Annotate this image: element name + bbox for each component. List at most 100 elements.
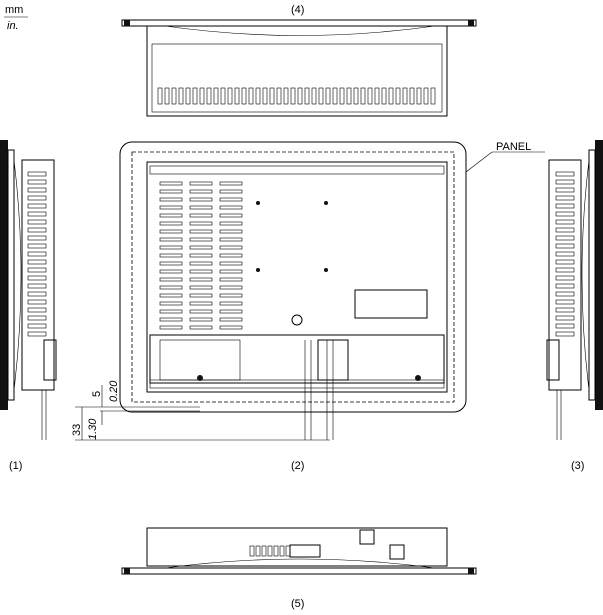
right-side-view <box>546 140 603 440</box>
unit-mm: mm <box>5 4 23 16</box>
vent-slot <box>555 307 575 313</box>
vent-slot <box>189 221 213 226</box>
panel-callout-label: PANEL <box>496 141 531 153</box>
vent-slot <box>164 87 170 105</box>
vent-slot <box>27 227 47 233</box>
vent-slot <box>159 277 183 282</box>
view-label-top: (4) <box>291 4 304 16</box>
vent-slot <box>159 181 183 186</box>
vent-slot <box>555 259 575 265</box>
vent-slot <box>189 293 213 298</box>
vent-slot <box>159 221 183 226</box>
vent-slot <box>555 275 575 281</box>
vent-slot <box>189 301 213 306</box>
vent-slot <box>189 325 213 330</box>
vent-slot <box>189 205 213 210</box>
vent-slot <box>189 277 213 282</box>
vent-slot <box>555 227 575 233</box>
vent-slot <box>318 87 324 105</box>
dim-1-30-in: 1.30 <box>87 418 99 440</box>
vent-slot <box>219 317 243 322</box>
vent-slot <box>555 331 575 337</box>
vent-slot <box>27 259 47 265</box>
vent-slot <box>213 87 219 105</box>
front-view <box>119 141 467 440</box>
bottom-view <box>121 527 477 575</box>
vent-slot <box>219 309 243 314</box>
vent-slot <box>290 87 296 105</box>
vent-slot <box>27 179 47 185</box>
vent-slot <box>189 285 213 290</box>
panel-outline <box>119 141 467 413</box>
vent-slot <box>219 221 243 226</box>
vent-slot <box>219 213 243 218</box>
dim-0-20-in: 0.20 <box>108 380 120 402</box>
vent-slot <box>206 87 212 105</box>
panel-cutout <box>131 151 455 403</box>
vent-slot <box>192 87 198 105</box>
vent-slot <box>178 87 184 105</box>
vent-slot <box>219 237 243 242</box>
vent-slot <box>219 181 243 186</box>
vent-slot <box>159 189 183 194</box>
vent-slot <box>189 245 213 250</box>
vent-slot <box>219 261 243 266</box>
vent-slot <box>555 323 575 329</box>
vent-slot <box>555 179 575 185</box>
dim-5-mm: 5 <box>91 391 103 397</box>
vent-slot <box>283 87 289 105</box>
vent-slot <box>234 87 240 105</box>
vent-slot <box>159 269 183 274</box>
dimension-lines <box>75 385 330 441</box>
vent-slot <box>189 189 213 194</box>
vent-slot <box>171 87 177 105</box>
vent-slot <box>409 87 415 105</box>
vent-slot <box>555 299 575 305</box>
vent-slot <box>279 545 285 557</box>
vent-slot <box>157 87 163 105</box>
vent-slot <box>189 213 213 218</box>
vent-slot <box>430 87 436 105</box>
vent-slot <box>220 87 226 105</box>
vent-slot <box>555 235 575 241</box>
vent-slot <box>189 317 213 322</box>
vent-slot <box>261 545 267 557</box>
vent-slot <box>27 203 47 209</box>
vent-slot <box>159 205 183 210</box>
vent-slot <box>159 237 183 242</box>
vent-slot <box>555 171 575 177</box>
view-label-front: (2) <box>291 460 304 472</box>
vent-slot <box>199 87 205 105</box>
vent-slot <box>555 187 575 193</box>
vent-slot <box>27 331 47 337</box>
vent-slot <box>297 87 303 105</box>
vent-slot <box>219 325 243 330</box>
vent-slot <box>159 229 183 234</box>
vent-slot <box>269 87 275 105</box>
vent-slot <box>159 317 183 322</box>
vent-slot <box>555 283 575 289</box>
vent-slot <box>219 269 243 274</box>
vent-slot <box>227 87 233 105</box>
vent-slot <box>27 283 47 289</box>
vent-slot <box>346 87 352 105</box>
vent-slot <box>395 87 401 105</box>
vent-slot <box>159 261 183 266</box>
vent-slot <box>219 293 243 298</box>
vent-slot <box>219 197 243 202</box>
vent-slot <box>285 545 291 557</box>
vent-slot <box>27 299 47 305</box>
vent-slot <box>189 309 213 314</box>
unit-in: in. <box>7 20 19 32</box>
vent-slot <box>27 251 47 257</box>
vent-slot <box>555 211 575 217</box>
vent-slot <box>332 87 338 105</box>
vent-slot <box>159 325 183 330</box>
vent-slot <box>27 275 47 281</box>
vent-slot <box>311 87 317 105</box>
vent-slot <box>189 253 213 258</box>
vent-slot <box>248 87 254 105</box>
view-label-right: (3) <box>571 460 584 472</box>
vent-slot <box>276 87 282 105</box>
